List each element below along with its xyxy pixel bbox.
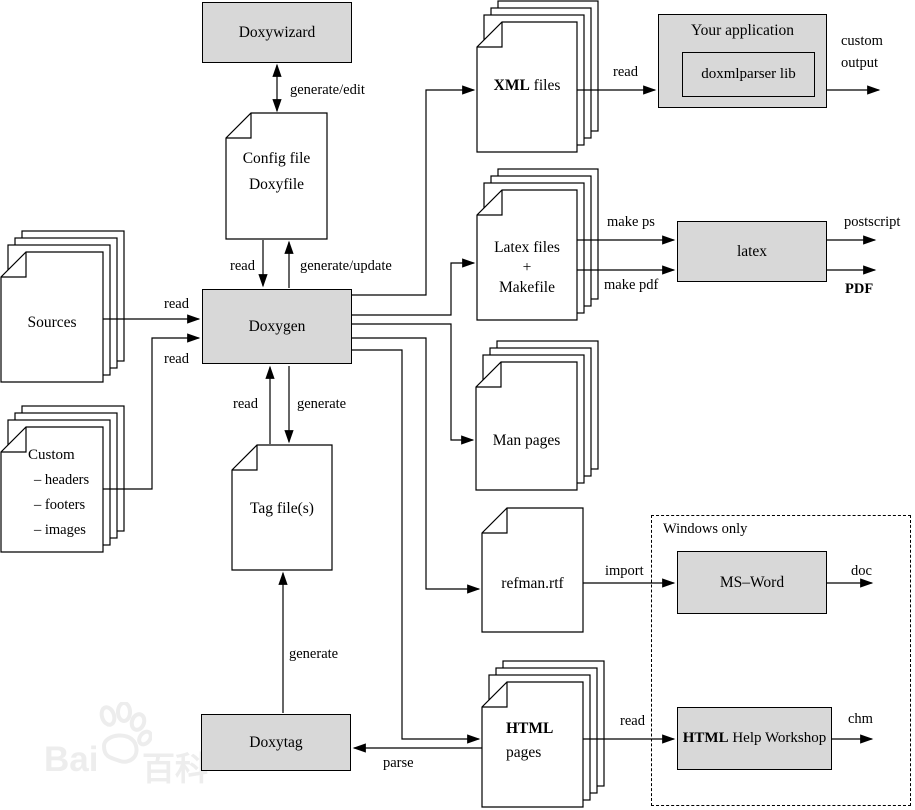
label-make-pdf: make pdf [604, 277, 659, 293]
html-help-workshop-label: HTML Help Workshop [682, 730, 827, 746]
config-file-label-line1: Config file [242, 150, 311, 167]
your-application-label: Your application [690, 22, 795, 39]
label-generate-doxytag: generate [289, 646, 339, 662]
sources-stack [0, 230, 125, 383]
ms-word-label: MS–Word [719, 573, 785, 591]
label-read-tagfile: read [233, 396, 258, 412]
custom-item-images: – images [34, 522, 86, 538]
refman-label: refman.rtf [501, 575, 564, 592]
label-read-html: read [620, 713, 645, 729]
watermark-text-bai: Bai [44, 740, 99, 779]
custom-item-footers: – footers [34, 497, 86, 513]
doxygen-label: Doxygen [248, 317, 306, 335]
label-read-custom: read [164, 351, 189, 367]
label-make-ps: make ps [607, 214, 655, 230]
doxytag-box: Doxytag [201, 714, 351, 771]
xml-files-stack [476, 0, 599, 153]
windows-only-region [651, 515, 911, 806]
tag-file-doc [231, 444, 333, 571]
watermark-text-baike: 百科 [142, 750, 208, 787]
doxygen-box: Doxygen [202, 289, 352, 364]
tag-file-label: Tag file(s) [250, 500, 314, 517]
label-read-config: read [230, 258, 255, 274]
latex-files-label: Latex files + Makefile [494, 239, 560, 296]
man-pages-stack [475, 340, 599, 491]
doxmlparser-lib-label: doxmlparser lib [701, 66, 796, 82]
doxywizard-label: Doxywizard [238, 23, 316, 41]
label-generate-update: generate/update [300, 258, 392, 274]
html-help-workshop-box: HTML Help Workshop [677, 707, 832, 770]
baidu-baike-watermark: Bai 百科 [42, 700, 232, 790]
label-pdf: PDF [845, 281, 874, 297]
label-postscript: postscript [844, 214, 901, 230]
label-import: import [605, 563, 644, 579]
doxytag-label: Doxytag [249, 733, 303, 751]
label-custom-output-line1: custom [841, 33, 883, 49]
latex-label: latex [736, 242, 768, 260]
ms-word-box: MS–Word [677, 551, 827, 614]
xml-files-label: XML files [493, 77, 561, 94]
latex-box: latex [677, 221, 827, 282]
html-pages-stack [481, 660, 605, 808]
label-generate-edit: generate/edit [290, 82, 365, 98]
custom-stack [0, 405, 125, 553]
latex-files-stack [476, 168, 599, 321]
label-chm: chm [848, 711, 873, 727]
label-read-xml: read [613, 64, 638, 80]
windows-only-label: Windows only [663, 521, 748, 537]
custom-title: Custom [28, 447, 75, 463]
label-doc: doc [851, 563, 872, 579]
doxywizard-box: Doxywizard [202, 2, 352, 63]
label-read-sources: read [164, 296, 189, 312]
label-generate-tagfile: generate [297, 396, 347, 412]
man-pages-label: Man pages [492, 432, 561, 449]
label-parse: parse [383, 755, 414, 771]
config-file-doc [225, 112, 328, 240]
your-application-box: Your application doxmlparser lib [658, 14, 827, 108]
refman-doc [481, 507, 584, 633]
baidu-paw-icon [99, 702, 152, 764]
config-file-label-line2: Doxyfile [248, 176, 305, 193]
doxmlparser-lib-box: doxmlparser lib [682, 52, 815, 97]
label-custom-output-line2: output [841, 55, 879, 71]
custom-item-headers: – headers [34, 472, 90, 488]
html-pages-label: HTML pages [506, 720, 554, 761]
sources-label: Sources [27, 314, 77, 331]
